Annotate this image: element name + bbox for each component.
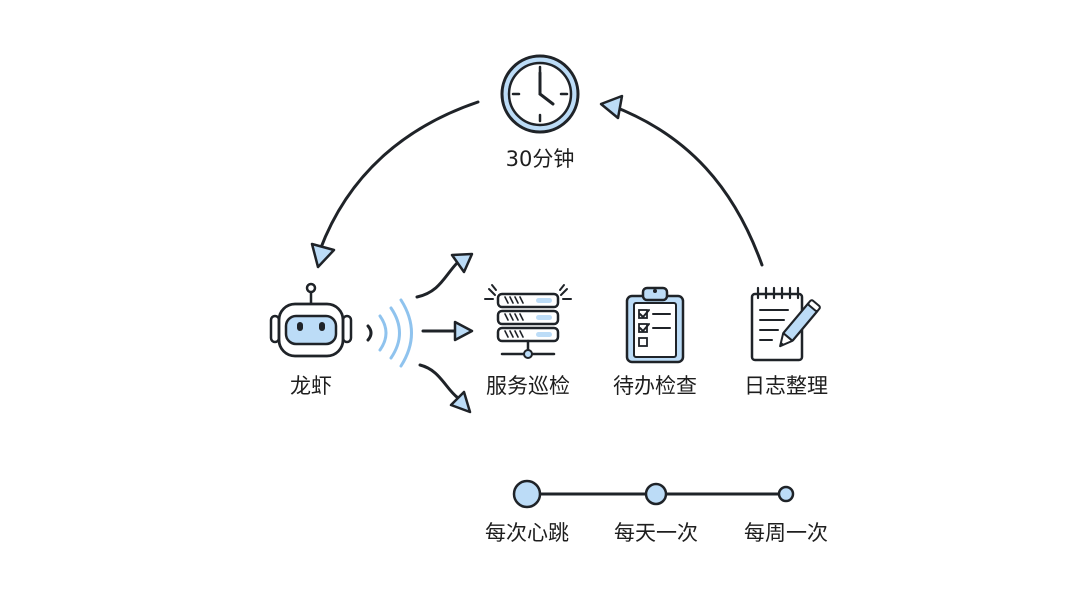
signal-waves <box>366 298 413 368</box>
cycle-arrow-right <box>599 94 764 267</box>
frequency-timeline <box>512 479 795 509</box>
timer-label: 30分钟 <box>505 147 575 171</box>
frequency-dot-heartbeat <box>512 479 542 509</box>
task-label-service-inspection: 服务巡检 <box>486 374 570 398</box>
clock-icon <box>500 54 580 134</box>
robot-icon <box>269 282 353 358</box>
server-rack-icon <box>484 284 572 359</box>
frequency-label-weekly: 每周一次 <box>744 521 828 545</box>
cycle-arrow-left <box>310 100 480 269</box>
frequency-label-daily: 每天一次 <box>614 521 698 545</box>
task-label-log-cleanup: 日志整理 <box>744 374 828 398</box>
dispatch-arrow-middle <box>421 320 474 342</box>
frequency-dot-weekly <box>777 485 795 503</box>
frequency-dot-daily <box>644 482 668 506</box>
notepad-pencil-icon <box>750 286 821 362</box>
dispatch-arrow-down <box>418 363 472 414</box>
agent-label: 龙虾 <box>290 374 332 398</box>
frequency-label-heartbeat: 每次心跳 <box>485 521 569 545</box>
checklist-clipboard-icon <box>625 286 685 364</box>
dispatch-arrow-up <box>415 252 474 299</box>
task-label-todo-check: 待办检查 <box>613 374 697 398</box>
